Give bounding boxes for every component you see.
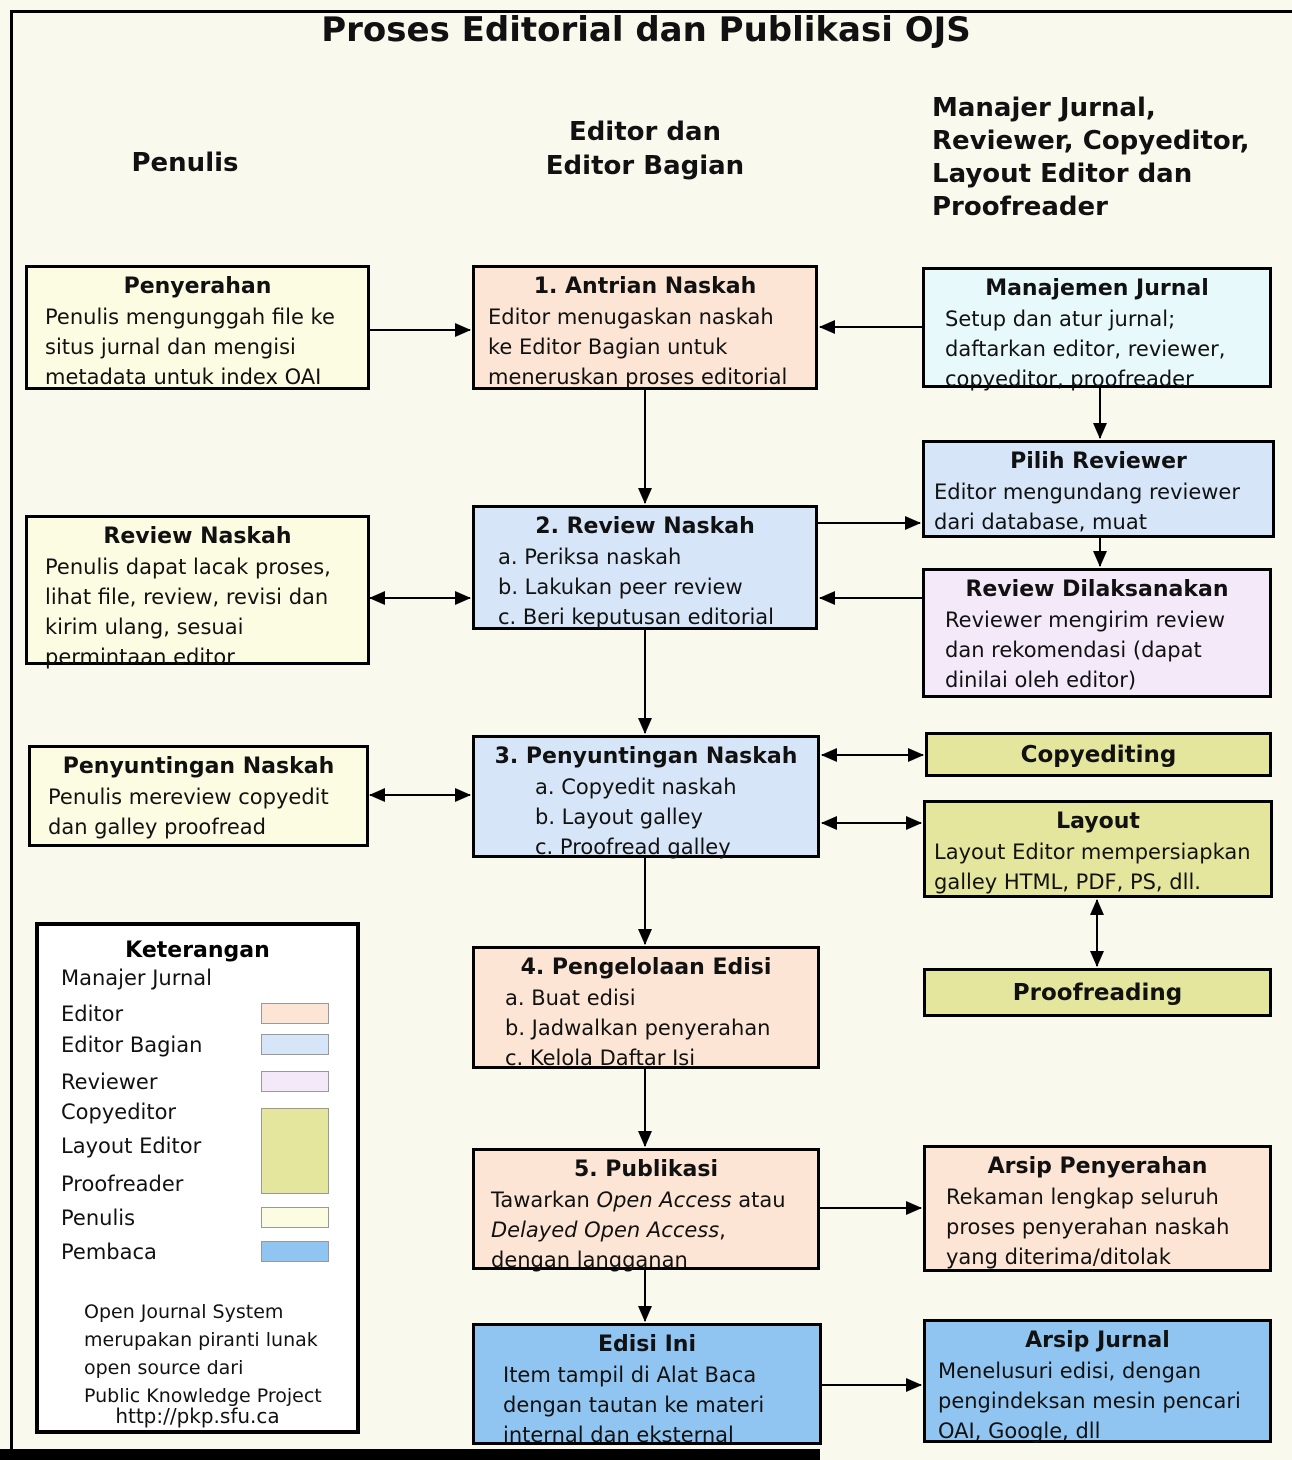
box-layout: Layout Layout Editor mempersiapkan galle… xyxy=(923,800,1273,898)
box-title: Review Naskah xyxy=(103,524,292,549)
legend-swatch-reviewer xyxy=(261,1071,329,1092)
box-title: Layout xyxy=(1056,809,1140,834)
box-body: Item tampil di Alat Baca dengan tautan k… xyxy=(503,1363,765,1447)
box-body: Setup dan atur jurnal; daftarkan editor,… xyxy=(945,307,1226,391)
box-title: Review Dilaksanakan xyxy=(965,577,1229,602)
box-title: Copyediting xyxy=(1020,742,1177,768)
box-body: Penulis mengunggah file ke situs jurnal … xyxy=(45,305,335,389)
box-title: 4. Pengelolaan Edisi xyxy=(520,955,772,980)
box-title: Pilih Reviewer xyxy=(1010,449,1187,474)
column-header-editor: Editor dan Editor Bagian xyxy=(545,117,745,181)
box-arsip-penyerahan: Arsip Penyerahan Rekaman lengkap seluruh… xyxy=(923,1145,1272,1272)
legend-swatch-editor xyxy=(261,1003,329,1024)
box-pengelolaan-edisi: 4. Pengelolaan Edisi a. Buat edisi b. Ja… xyxy=(472,946,820,1070)
box-body: Rekaman lengkap seluruh proses penyeraha… xyxy=(946,1185,1230,1269)
box-copyediting: Copyediting xyxy=(925,732,1272,777)
legend-label-editor-bagian: Editor Bagian xyxy=(61,1033,203,1057)
box-title: Manajemen Jurnal xyxy=(985,276,1209,301)
box-pilih-reviewer: Pilih Reviewer Editor mengundang reviewe… xyxy=(922,440,1275,538)
legend-label-pembaca: Pembaca xyxy=(61,1240,157,1264)
column-header-penulis: Penulis xyxy=(131,148,239,178)
box-review-dilaksanakan: Review Dilaksanakan Reviewer mengirim re… xyxy=(922,568,1272,698)
box-body: Editor mengundang reviewer dari database… xyxy=(934,480,1240,534)
box-body: Reviewer mengirim review dan rekomendasi… xyxy=(945,608,1226,692)
box-arsip-jurnal: Arsip Jurnal Menelusuri edisi, dengan pe… xyxy=(923,1319,1272,1443)
box-title: Penyerahan xyxy=(123,274,272,299)
pkp-url-link[interactable]: http://pkp.sfu.ca xyxy=(115,1404,280,1428)
box-title: Arsip Penyerahan xyxy=(987,1154,1208,1179)
box-proofreading: Proofreading xyxy=(923,968,1272,1017)
page-title: Proses Editorial dan Publikasi OJS xyxy=(321,10,971,50)
box-manajemen-jurnal: Manajemen Jurnal Setup dan atur jurnal; … xyxy=(922,267,1272,391)
column-header-manajer: Manajer Jurnal, Reviewer, Copyeditor, La… xyxy=(932,93,1250,222)
frame-top-border xyxy=(10,10,1292,13)
box-publikasi: 5. Publikasi Tawarkan Open Access atau D… xyxy=(472,1148,820,1272)
box-list-item: b. Layout galley xyxy=(535,805,703,829)
box-body: Menelusuri edisi, dengan pengindeksan me… xyxy=(938,1359,1241,1443)
box-list-item: b. Lakukan peer review xyxy=(498,575,743,599)
legend-title: Keterangan xyxy=(125,938,270,963)
box-title: 2. Review Naskah xyxy=(535,514,755,539)
box-review-naskah: 2. Review Naskah a. Periksa naskah b. La… xyxy=(472,505,818,630)
box-body: Tawarkan Open Access atau Delayed Open A… xyxy=(491,1188,786,1272)
legend-label-manajer-jurnal: Manajer Jurnal xyxy=(61,966,213,990)
box-list-item: c. Beri keputusan editorial xyxy=(498,605,775,629)
box-title: 1. Antrian Naskah xyxy=(533,274,757,299)
legend-note: Open Journal System merupakan piranti lu… xyxy=(84,1301,322,1407)
box-body: Editor menugaskan naskah ke Editor Bagia… xyxy=(488,305,788,389)
frame-bottom-border xyxy=(0,1449,820,1460)
legend-swatch-penulis xyxy=(261,1207,329,1228)
box-list-item: a. Copyedit naskah xyxy=(535,775,737,799)
box-antrian-naskah: 1. Antrian Naskah Editor menugaskan nask… xyxy=(472,265,818,390)
box-penyuntingan-naskah: 3. Penyuntingan Naskah a. Copyedit naska… xyxy=(472,735,820,859)
box-penyuntingan-penulis: Penyuntingan Naskah Penulis mereview cop… xyxy=(28,745,369,847)
legend-label-editor: Editor xyxy=(61,1002,124,1026)
box-body: Penulis mereview copyedit dan galley pro… xyxy=(48,785,329,839)
box-title: Edisi Ini xyxy=(597,1332,696,1357)
legend-swatch-editor-bagian xyxy=(261,1034,329,1055)
box-list-item: a. Periksa naskah xyxy=(498,545,682,569)
box-penyerahan: Penyerahan Penulis mengunggah file ke si… xyxy=(25,265,370,390)
box-title: Proofreading xyxy=(1012,980,1183,1006)
box-title: Arsip Jurnal xyxy=(1025,1328,1170,1353)
frame-left-border xyxy=(10,10,13,1460)
box-list-item: c. Proofread galley xyxy=(535,835,731,859)
legend-label-copyeditor: Copyeditor xyxy=(61,1100,177,1124)
box-review-naskah-penulis: Review Naskah Penulis dapat lacak proses… xyxy=(25,515,370,669)
box-body: Layout Editor mempersiapkan galley HTML,… xyxy=(934,840,1251,894)
box-edisi-ini: Edisi Ini Item tampil di Alat Baca denga… xyxy=(472,1323,822,1447)
box-list-item: b. Jadwalkan penyerahan xyxy=(505,1016,771,1040)
box-list-item: c. Kelola Daftar Isi xyxy=(505,1046,696,1070)
legend-label-penulis: Penulis xyxy=(61,1206,136,1230)
box-title: 5. Publikasi xyxy=(573,1157,719,1182)
legend-swatch-pembaca xyxy=(261,1241,329,1262)
box-list-item: a. Buat edisi xyxy=(505,986,636,1010)
box-title: Penyuntingan Naskah xyxy=(62,754,335,779)
box-title: 3. Penyuntingan Naskah xyxy=(494,744,798,769)
legend: Keterangan Manajer Jurnal Editor Editor … xyxy=(35,922,360,1434)
legend-label-proofreader: Proofreader xyxy=(61,1172,184,1196)
legend-label-layout-editor: Layout Editor xyxy=(61,1134,202,1158)
legend-swatch-copyeditor-layout-proofreader xyxy=(261,1108,329,1194)
box-body: Penulis dapat lacak proses, lihat file, … xyxy=(45,555,331,669)
legend-label-reviewer: Reviewer xyxy=(61,1070,158,1094)
